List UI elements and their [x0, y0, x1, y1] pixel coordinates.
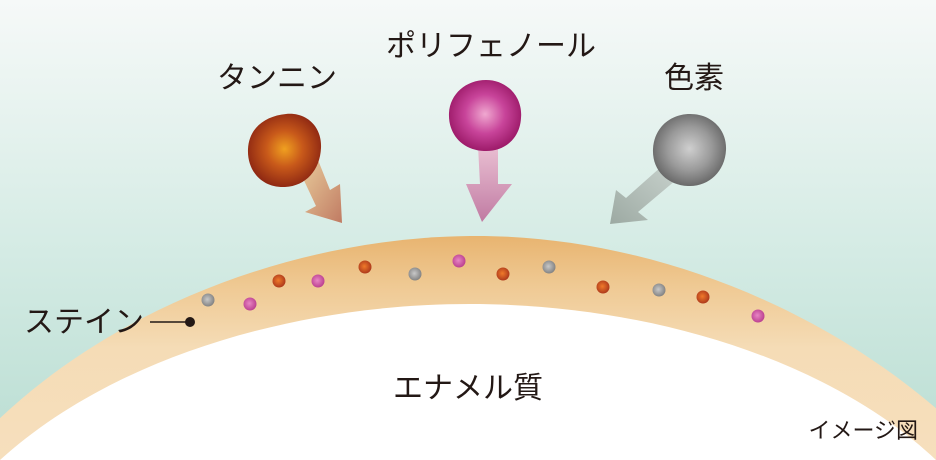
stain-label: ステイン [24, 305, 144, 340]
stain-particle-pigment [201, 293, 215, 307]
stain-particle-tannin [272, 274, 286, 288]
pigment-blob-icon [652, 114, 727, 187]
stain-particle-tannin [596, 280, 610, 294]
polyphenol-label: ポリフェノール [386, 29, 596, 64]
pigment-label: 色素 [664, 61, 724, 96]
stain-pointer-dot [185, 317, 195, 327]
stain-particle-polyphenol [243, 297, 257, 311]
stain-particle-polyphenol [452, 254, 466, 268]
tannin-blob-icon [247, 113, 322, 188]
enamel-label: エナメル質 [393, 371, 543, 406]
stain-particle-pigment [542, 260, 556, 274]
stain-particle-tannin [496, 267, 510, 281]
stain-particle-polyphenol [751, 309, 765, 323]
tannin-arrow [300, 160, 342, 223]
enamel-surface [0, 304, 936, 460]
stain-particle-pigment [408, 267, 422, 281]
stain-particle-polyphenol [311, 274, 325, 288]
polyphenol-arrow [466, 146, 512, 222]
stain-particle-pigment [652, 283, 666, 297]
stain-particle-tannin [358, 260, 372, 274]
stain-particles [201, 254, 765, 323]
image-note: イメージ図 [808, 419, 918, 444]
polyphenol-blob-icon [448, 80, 522, 152]
pigment-arrow [610, 166, 676, 224]
tannin-label: タンニン [217, 61, 337, 96]
stain-particle-tannin [696, 290, 710, 304]
